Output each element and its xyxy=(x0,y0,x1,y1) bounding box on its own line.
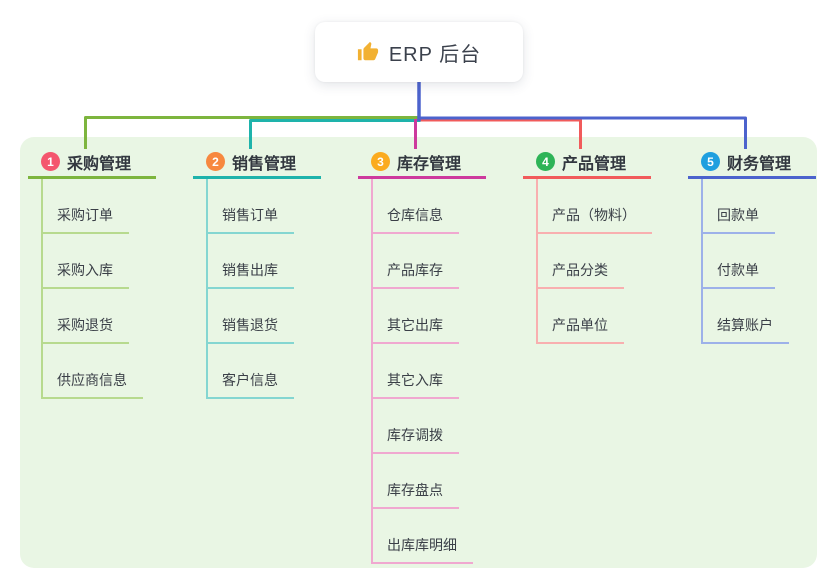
child-node[interactable]: 产品（物料） xyxy=(536,179,652,234)
child-label: 采购入库 xyxy=(57,262,113,278)
mindmap-panel xyxy=(20,137,817,568)
branch-number-badge: 2 xyxy=(206,152,225,171)
branch-title-label: 销售管理 xyxy=(232,155,297,173)
branch-children: 仓库信息产品库存其它出库其它入库库存调拨库存盘点出库库明细 xyxy=(358,179,510,564)
child-node[interactable]: 付款单 xyxy=(701,234,775,289)
child-label: 产品（物料） xyxy=(552,207,636,223)
child-node[interactable]: 库存调拨 xyxy=(371,399,459,454)
child-node[interactable]: 采购退货 xyxy=(41,289,129,344)
child-label: 产品单位 xyxy=(552,317,608,333)
child-label: 库存调拨 xyxy=(387,427,443,443)
child-label: 付款单 xyxy=(717,262,759,278)
root-label: ERP 后台 xyxy=(388,43,482,66)
child-node[interactable]: 其它入库 xyxy=(371,344,459,399)
branch-children: 销售订单销售出库销售退货客户信息 xyxy=(193,179,345,399)
branch-children: 采购订单采购入库采购退货供应商信息 xyxy=(28,179,180,399)
branch-title-label: 产品管理 xyxy=(562,155,627,173)
child-label: 产品分类 xyxy=(552,262,608,278)
branch-spine-line xyxy=(701,179,703,344)
child-node[interactable]: 产品单位 xyxy=(536,289,624,344)
child-label: 采购退货 xyxy=(57,317,113,333)
branch-采购管理: 1 采购管理 采购订单采购入库采购退货供应商信息 xyxy=(28,150,180,399)
child-label: 库存盘点 xyxy=(387,482,443,498)
branch-spine-line xyxy=(371,179,373,564)
branch-title-label: 采购管理 xyxy=(67,155,132,173)
child-node[interactable]: 其它出库 xyxy=(371,289,459,344)
child-node[interactable]: 客户信息 xyxy=(206,344,294,399)
branch-销售管理: 2 销售管理 销售订单销售出库销售退货客户信息 xyxy=(193,150,345,399)
branch-number-badge: 1 xyxy=(41,152,60,171)
branch-title-label: 财务管理 xyxy=(727,155,792,173)
branch-title[interactable]: 3 库存管理 xyxy=(358,150,486,179)
child-node[interactable]: 销售退货 xyxy=(206,289,294,344)
child-node[interactable]: 采购订单 xyxy=(41,179,129,234)
child-label: 产品库存 xyxy=(387,262,443,278)
child-label: 仓库信息 xyxy=(387,207,443,223)
branch-title[interactable]: 1 采购管理 xyxy=(28,150,156,179)
child-label: 回款单 xyxy=(717,207,759,223)
child-node[interactable]: 结算账户 xyxy=(701,289,789,344)
child-node[interactable]: 产品库存 xyxy=(371,234,459,289)
branch-title[interactable]: 2 销售管理 xyxy=(193,150,321,179)
child-label: 销售出库 xyxy=(222,262,278,278)
branch-产品管理: 4 产品管理 产品（物料） 产品分类产品单位 xyxy=(523,150,675,344)
child-node[interactable]: 产品分类 xyxy=(536,234,624,289)
thumbs-up-icon xyxy=(357,41,379,63)
child-label: 销售订单 xyxy=(222,207,278,223)
child-label: 其它出库 xyxy=(387,317,443,333)
branch-spine-line xyxy=(536,179,538,344)
child-node[interactable]: 回款单 xyxy=(701,179,775,234)
branch-title[interactable]: 5 财务管理 xyxy=(688,150,816,179)
child-label: 出库库明细 xyxy=(387,537,457,553)
child-label: 销售退货 xyxy=(222,317,278,333)
branch-number-badge: 4 xyxy=(536,152,555,171)
branch-spine-line xyxy=(41,179,43,399)
child-node[interactable]: 供应商信息 xyxy=(41,344,143,399)
root-node[interactable]: ERP 后台 xyxy=(315,22,523,82)
branch-title-label: 库存管理 xyxy=(397,155,462,173)
branch-spine-line xyxy=(206,179,208,399)
branch-children: 回款单付款单结算账户 xyxy=(688,179,839,344)
child-node[interactable]: 库存盘点 xyxy=(371,454,459,509)
branch-财务管理: 5 财务管理 回款单付款单结算账户 xyxy=(688,150,839,344)
branch-children: 产品（物料） 产品分类产品单位 xyxy=(523,179,675,344)
child-node[interactable]: 出库库明细 xyxy=(371,509,473,564)
child-label: 客户信息 xyxy=(222,372,278,388)
child-node[interactable]: 销售订单 xyxy=(206,179,294,234)
child-node[interactable]: 仓库信息 xyxy=(371,179,459,234)
branch-title[interactable]: 4 产品管理 xyxy=(523,150,651,179)
child-label: 其它入库 xyxy=(387,372,443,388)
child-node[interactable]: 销售出库 xyxy=(206,234,294,289)
child-label: 采购订单 xyxy=(57,207,113,223)
child-node[interactable]: 采购入库 xyxy=(41,234,129,289)
branch-number-badge: 3 xyxy=(371,152,390,171)
branch-库存管理: 3 库存管理 仓库信息产品库存其它出库其它入库库存调拨库存盘点出库库明细 xyxy=(358,150,510,564)
branch-number-badge: 5 xyxy=(701,152,720,171)
child-label: 结算账户 xyxy=(717,317,773,333)
child-label: 供应商信息 xyxy=(57,372,127,388)
